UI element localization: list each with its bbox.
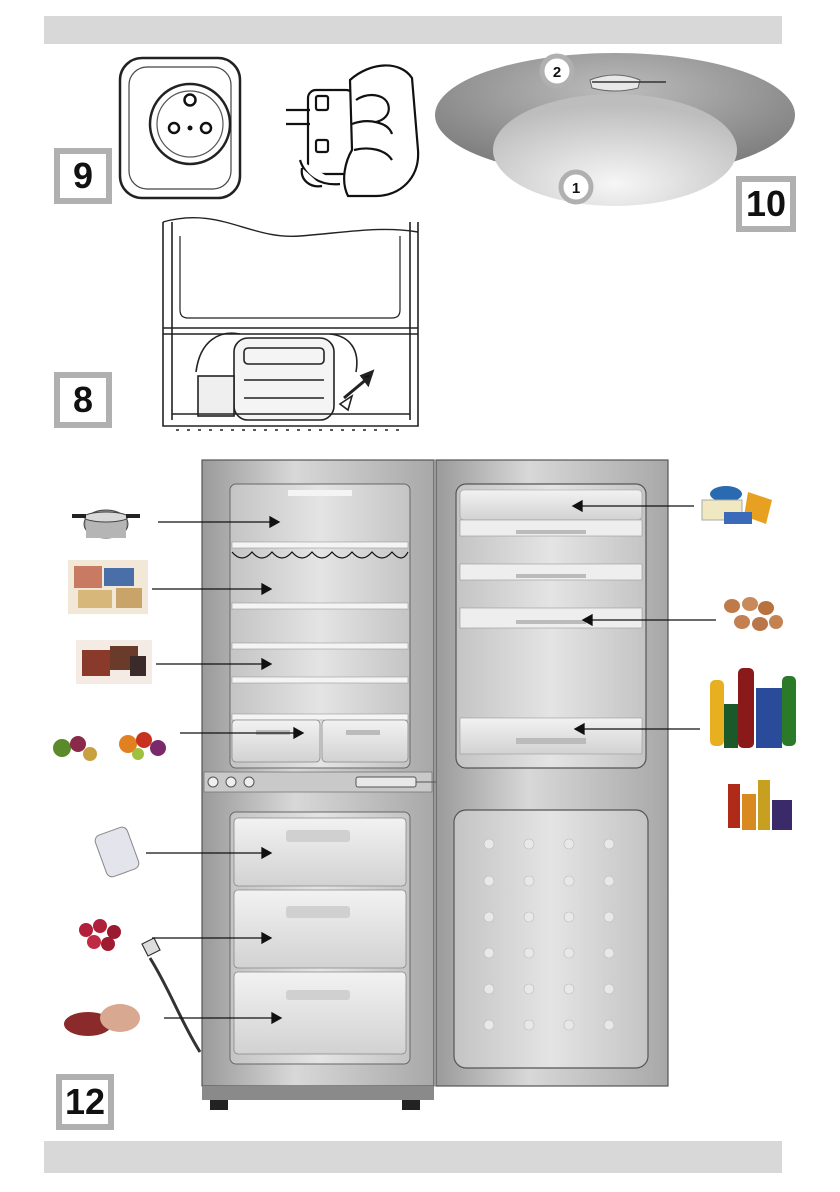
lamp-illustration (435, 53, 795, 206)
fridge-illustration (142, 460, 668, 1110)
drinks-bottles-icon (706, 662, 802, 754)
berries-icon (72, 914, 130, 954)
pot-icon (72, 504, 148, 544)
svg-text:2: 2 (553, 64, 561, 81)
food-thumbnails-right (696, 478, 802, 838)
leftovers-icon (68, 560, 148, 614)
eggs-icon (718, 592, 784, 636)
fruit-icon (112, 726, 176, 766)
svg-text:1: 1 (572, 180, 580, 197)
dairy-icon (696, 478, 776, 530)
plug-in-hand-illustration (286, 65, 418, 196)
poultry-meat-icon (60, 994, 148, 1046)
compressor-illustration (163, 218, 418, 430)
sauces-jars-icon (722, 768, 798, 838)
socket-illustration (120, 58, 240, 198)
vegetables-icon (48, 728, 104, 768)
lamp-callout-2: 2 (542, 56, 572, 86)
meat-cuts-icon (76, 640, 152, 684)
food-thumbnails-left (48, 504, 176, 1046)
lamp-callout-1: 1 (561, 172, 591, 202)
ice-tray-icon (94, 826, 144, 879)
